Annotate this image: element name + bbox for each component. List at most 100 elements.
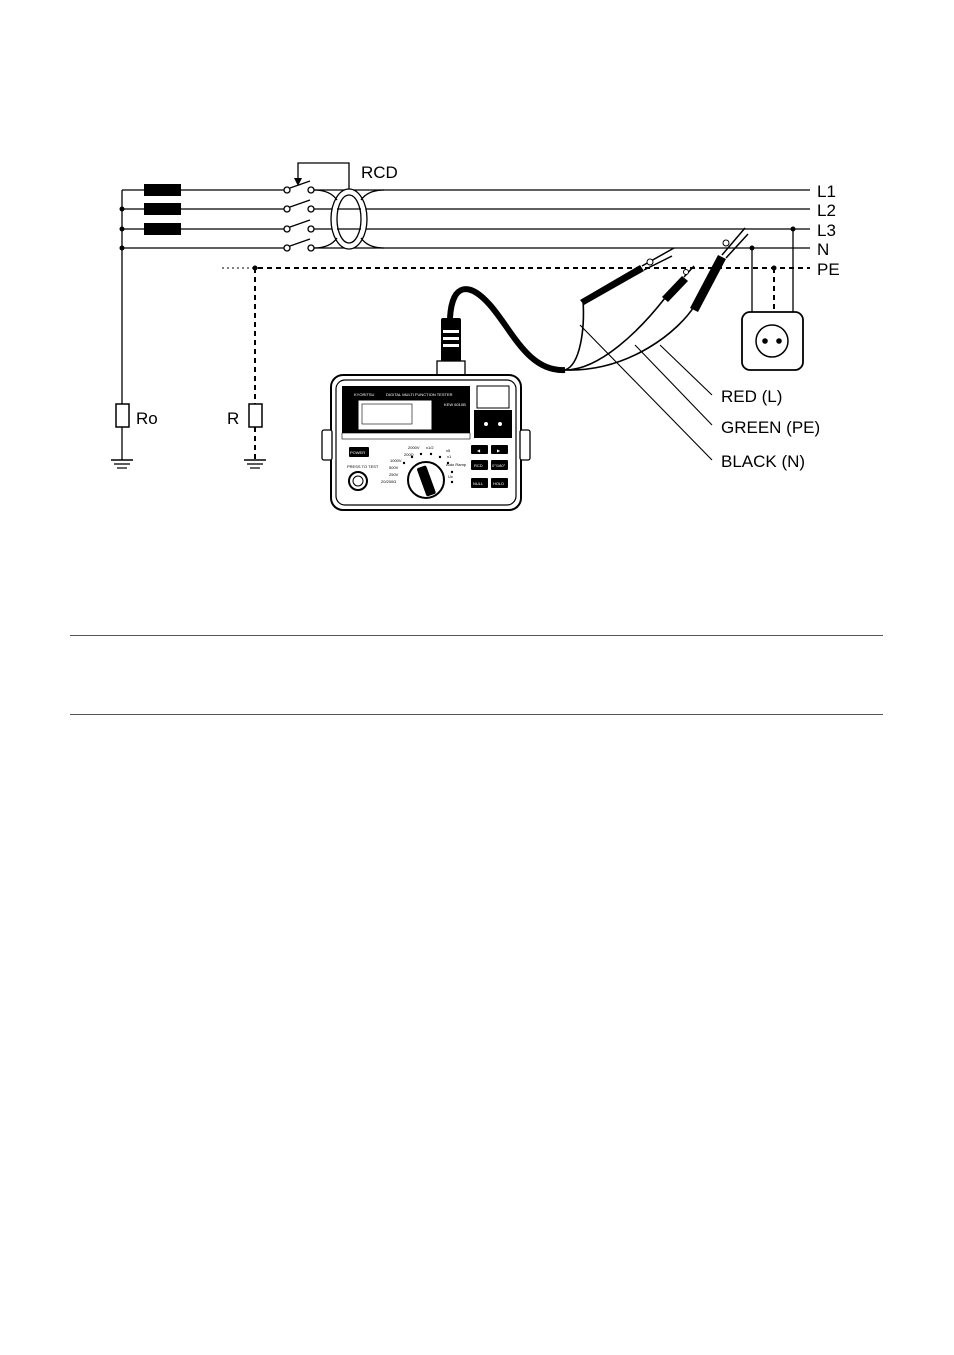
dial-label: Auto Ramp [446,462,467,467]
contact-open [284,226,290,232]
tester-side-grip [520,430,530,460]
dial-label: 1000V [390,458,402,463]
black-lead-label: BLACK (N) [721,452,805,471]
test-leads [450,289,695,370]
dial-label: 2000V [408,445,420,450]
wire-through-core [361,238,384,248]
socket-pin-hole [762,338,768,344]
tester-warning-panel [477,386,509,408]
socket-pin-hole [776,338,782,344]
junction-dot [120,246,125,251]
dial-label: 500V [389,465,399,470]
tester-brand: KYORITSU [354,392,375,397]
switch-blade [290,200,310,207]
indicator-led [484,422,488,426]
main-cable [450,289,565,370]
l2-label: L2 [817,201,836,220]
switch-blade [290,239,310,246]
green-probe-pivot [684,270,689,275]
connector-grip [443,330,459,333]
socket-l3-junction-dot [791,227,796,232]
rcd-core-inner [337,195,361,243]
power-button-label: POWER [350,450,365,455]
green-callout-line [635,345,712,425]
fuse-l1 [144,184,181,196]
l3-label: L3 [817,221,836,240]
dial-tick [420,453,422,455]
switch-blade [290,181,310,188]
dial-tick [451,471,453,473]
connector-grip [443,337,459,340]
wire-through-core [314,238,337,248]
r-label: R [227,409,239,428]
junction-dot [120,207,125,212]
installation-earth-resistor [244,404,266,468]
dial-label: x1/2 [426,445,434,450]
green-lead-label: GREEN (PE) [721,418,820,437]
dial-tick [439,456,441,458]
contact-open [308,226,314,232]
horizontal-rule [70,714,883,715]
dial-tick [430,453,432,455]
resistor-ro [116,404,129,427]
junction-dot [120,227,125,232]
red-callout-line [660,345,712,395]
dial-label: 20/200Ω [381,479,396,484]
tester-model: KEW 6010B [444,402,466,407]
hold-button-label: HOLD [493,481,504,486]
pe-label: PE [817,260,840,279]
socket-face [756,325,788,357]
switch-blade [290,220,310,227]
fuse-l2 [144,203,181,215]
black-probe [580,248,674,305]
ro-label: Ro [136,409,158,428]
tester-connector [437,318,465,375]
green-lead [565,298,665,370]
n-label: N [817,240,829,259]
contact-open [284,245,290,251]
test-button-label: PRESS TO TEST [347,464,379,469]
rcd-switch-contacts [284,187,314,251]
lead-callout-lines [580,325,712,460]
dial-label: Uc [448,474,453,479]
rcd-trip-linkage [298,163,349,190]
source-earth-resistor [111,404,133,468]
l1-label: L1 [817,182,836,201]
multifunction-tester: KYORITSU DIGITAL MULTI FUNCTION TESTER K… [322,375,530,510]
contact-open [308,187,314,193]
socket-wires [752,229,793,312]
contact-open [308,245,314,251]
contact-open [284,187,290,193]
dial-label: 200Ω [404,452,414,457]
tester-side-grip [322,430,332,460]
wire-through-core [314,190,337,200]
black-probe-body [580,265,644,305]
green-probe [662,266,694,302]
dial-tick [403,462,405,464]
black-callout-line [580,325,712,460]
red-lead-label: RED (L) [721,387,782,406]
dial-tick [451,481,453,483]
resistor-r [249,404,262,427]
fuse-l3 [144,223,181,235]
socket-outlet [742,312,803,370]
fuses [144,184,181,235]
black-lead [565,300,583,370]
phase-button-label: 0°/180° [492,463,506,468]
socket-n-junction-dot [750,246,755,251]
rcd-label: RCD [361,163,398,182]
pe-junction-dot [253,266,258,271]
red-probe-pivot [723,240,729,246]
connector-body [441,318,461,363]
contact-open [284,206,290,212]
supply-conductors [122,190,290,404]
connector-grip [443,344,459,347]
dial-label: 250V [389,472,399,477]
tester-range-strip [342,433,470,439]
wire-through-core [361,190,384,200]
tester-model-line: DIGITAL MULTI FUNCTION TESTER [386,392,453,397]
pe-socket-junction-dot [772,266,777,271]
red-probe-body [690,255,726,312]
rcd-button-label: RCD [474,463,483,468]
